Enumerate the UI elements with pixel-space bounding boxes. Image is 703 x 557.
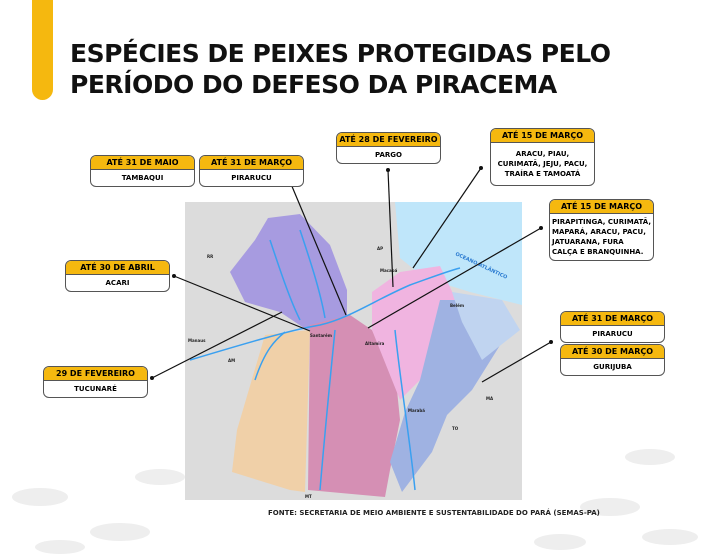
- source-note: FONTE: SECRETARIA DE MEIO AMBIENTE E SUS…: [268, 509, 600, 517]
- leader-dots: [150, 166, 553, 380]
- callout-tucunare: 29 DE FEVEREIRO TUCUNARÉ: [43, 366, 148, 398]
- label-macapa: Macapá: [380, 268, 398, 273]
- callout-period: ATÉ 31 DE MARÇO: [561, 312, 664, 326]
- callout-pargo: ATÉ 28 DE FEVEREIRO PARGO: [336, 132, 441, 164]
- label-santarem: Santarém: [310, 333, 332, 338]
- callout-period: ATÉ 31 DE MAIO: [91, 156, 194, 170]
- label-ma: MA: [486, 396, 494, 401]
- callout-species: TUCUNARÉ: [74, 385, 117, 393]
- label-altamira: Altamira: [365, 341, 385, 346]
- region-xingu: [308, 315, 400, 497]
- accent-bar: [32, 0, 53, 100]
- label-to: TO: [452, 426, 459, 431]
- callout-species: GURIJUBA: [593, 363, 632, 371]
- callout-gurijuba: ATÉ 30 DE MARÇO GURIJUBA: [560, 344, 665, 376]
- callout-species: ACARI: [105, 279, 130, 287]
- callout-period: ATÉ 30 DE MARÇO: [561, 345, 664, 359]
- region-nordeste: [452, 292, 520, 360]
- callout-species: PIRAPITINGA, CURIMATÃ, MAPARÁ, ARACU, PA…: [552, 218, 651, 256]
- callout-species: TAMBAQUI: [121, 174, 164, 182]
- label-manaus: Manaus: [188, 338, 206, 343]
- label-ap: AP: [377, 246, 383, 251]
- callout-pirarucu: ATÉ 31 DE MARÇO PIRARUCU: [199, 155, 304, 187]
- callout-period: 29 DE FEVEREIRO: [44, 367, 147, 381]
- callout-tambaqui: ATÉ 31 DE MAIO TAMBAQUI: [90, 155, 195, 187]
- callout-period: ATÉ 30 DE ABRIL: [66, 261, 169, 275]
- callout-species: PARGO: [375, 151, 402, 159]
- rivers: [189, 229, 461, 491]
- callout-species: PIRARUCU: [592, 330, 633, 338]
- callout-pirapitinga-group: ATÉ 15 DE MARÇO PIRAPITINGA, CURIMATÃ, MA…: [549, 199, 654, 261]
- fish-watermark: [12, 449, 698, 554]
- ocean: [395, 202, 522, 305]
- callout-species: PIRARUCU: [231, 174, 272, 182]
- label-mt: MT: [305, 494, 312, 499]
- region-west: [232, 330, 310, 492]
- callout-period: ATÉ 28 DE FEVEREIRO: [337, 133, 440, 147]
- callout-aracu-group: ATÉ 15 DE MARÇO ARACU, PIAU, CURIMATÃ, JE…: [490, 128, 595, 186]
- callout-period: ATÉ 15 DE MARÇO: [491, 129, 594, 143]
- label-maraba: Marabá: [408, 408, 425, 413]
- label-belem: Belém: [450, 303, 464, 308]
- leader-lines: [151, 167, 552, 383]
- region-marajo: [372, 266, 456, 400]
- callout-species: ARACU, PIAU, CURIMATÃ, JEJU, PACU, TRAÍR…: [497, 150, 588, 178]
- region-tocantins: [390, 300, 502, 492]
- label-rr: RR: [207, 254, 213, 259]
- label-am: AM: [228, 358, 235, 363]
- region-calha-norte: [230, 214, 347, 332]
- callout-acari: ATÉ 30 DE ABRIL ACARI: [65, 260, 170, 292]
- callout-period: ATÉ 15 DE MARÇO: [550, 200, 653, 214]
- callout-period: ATÉ 31 DE MARÇO: [200, 156, 303, 170]
- callout-pirarucu-east: ATÉ 31 DE MARÇO PIRARUCU: [560, 311, 665, 343]
- title-line-1: ESPÉCIES DE PEIXES PROTEGIDAS PELO: [70, 39, 611, 68]
- page-title: ESPÉCIES DE PEIXES PROTEGIDAS PELO PERÍO…: [70, 38, 611, 100]
- title-line-2: PERÍODO DO DEFESO DA PIRACEMA: [70, 70, 557, 99]
